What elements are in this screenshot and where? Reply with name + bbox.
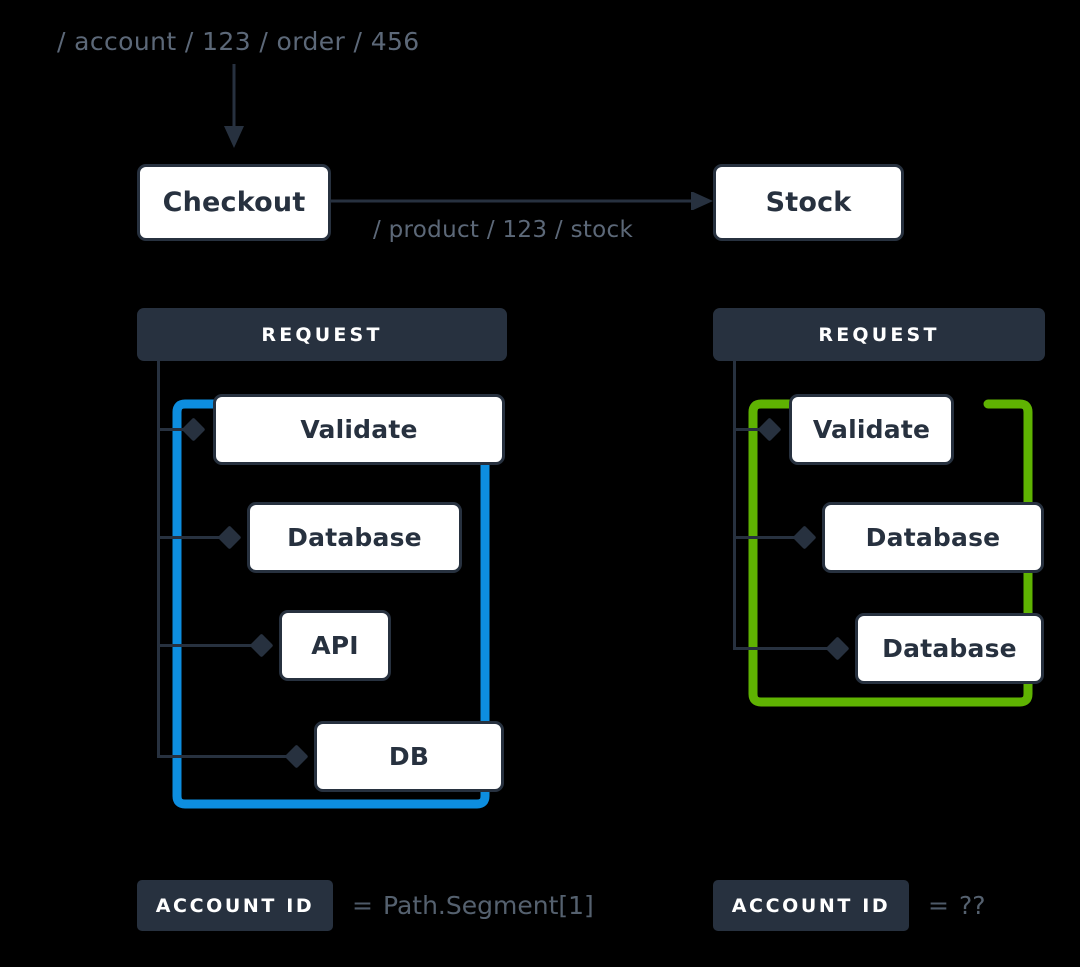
span-box-right-database-2[interactable]: Database: [855, 613, 1044, 684]
trunk-line-left: [157, 361, 160, 757]
span-box-left-validate[interactable]: Validate: [213, 394, 505, 465]
edge-label-product-stock: / product / 123 / stock: [373, 217, 634, 243]
account-id-equals-right: =: [928, 891, 949, 920]
span-box-left-database[interactable]: Database: [247, 502, 462, 573]
account-id-chip-left: ACCOUNT ID: [137, 880, 333, 931]
branch-line-left-4: [157, 755, 302, 758]
arrow-right-icon: [331, 192, 713, 210]
panel-header-right: REQUEST: [713, 308, 1045, 361]
panel-header-left: REQUEST: [137, 308, 507, 361]
arrow-down-icon: [220, 64, 248, 148]
span-box-right-validate[interactable]: Validate: [789, 394, 954, 465]
account-id-value-right: ??: [959, 891, 986, 920]
account-id-chip-right: ACCOUNT ID: [713, 880, 909, 931]
highlight-path-left: [165, 396, 500, 820]
account-id-value-left: Path.Segment[1]: [383, 891, 594, 920]
branch-line-right-1: [733, 428, 773, 431]
span-box-right-database-1[interactable]: Database: [822, 502, 1044, 573]
trunk-line-right: [733, 361, 736, 650]
branch-line-right-3: [733, 647, 843, 650]
branch-line-left-2: [157, 536, 235, 539]
service-box-stock[interactable]: Stock: [713, 164, 904, 241]
service-box-checkout[interactable]: Checkout: [137, 164, 331, 241]
branch-line-left-3: [157, 644, 267, 647]
account-id-equals-left: =: [352, 891, 373, 920]
branch-line-right-2: [733, 536, 811, 539]
branch-line-left-1: [157, 428, 197, 431]
incoming-request-path: / account / 123 / order / 456: [57, 27, 420, 56]
highlight-path-right: [741, 396, 1041, 718]
span-box-left-api[interactable]: API: [279, 610, 391, 681]
span-box-left-db[interactable]: DB: [314, 721, 504, 792]
